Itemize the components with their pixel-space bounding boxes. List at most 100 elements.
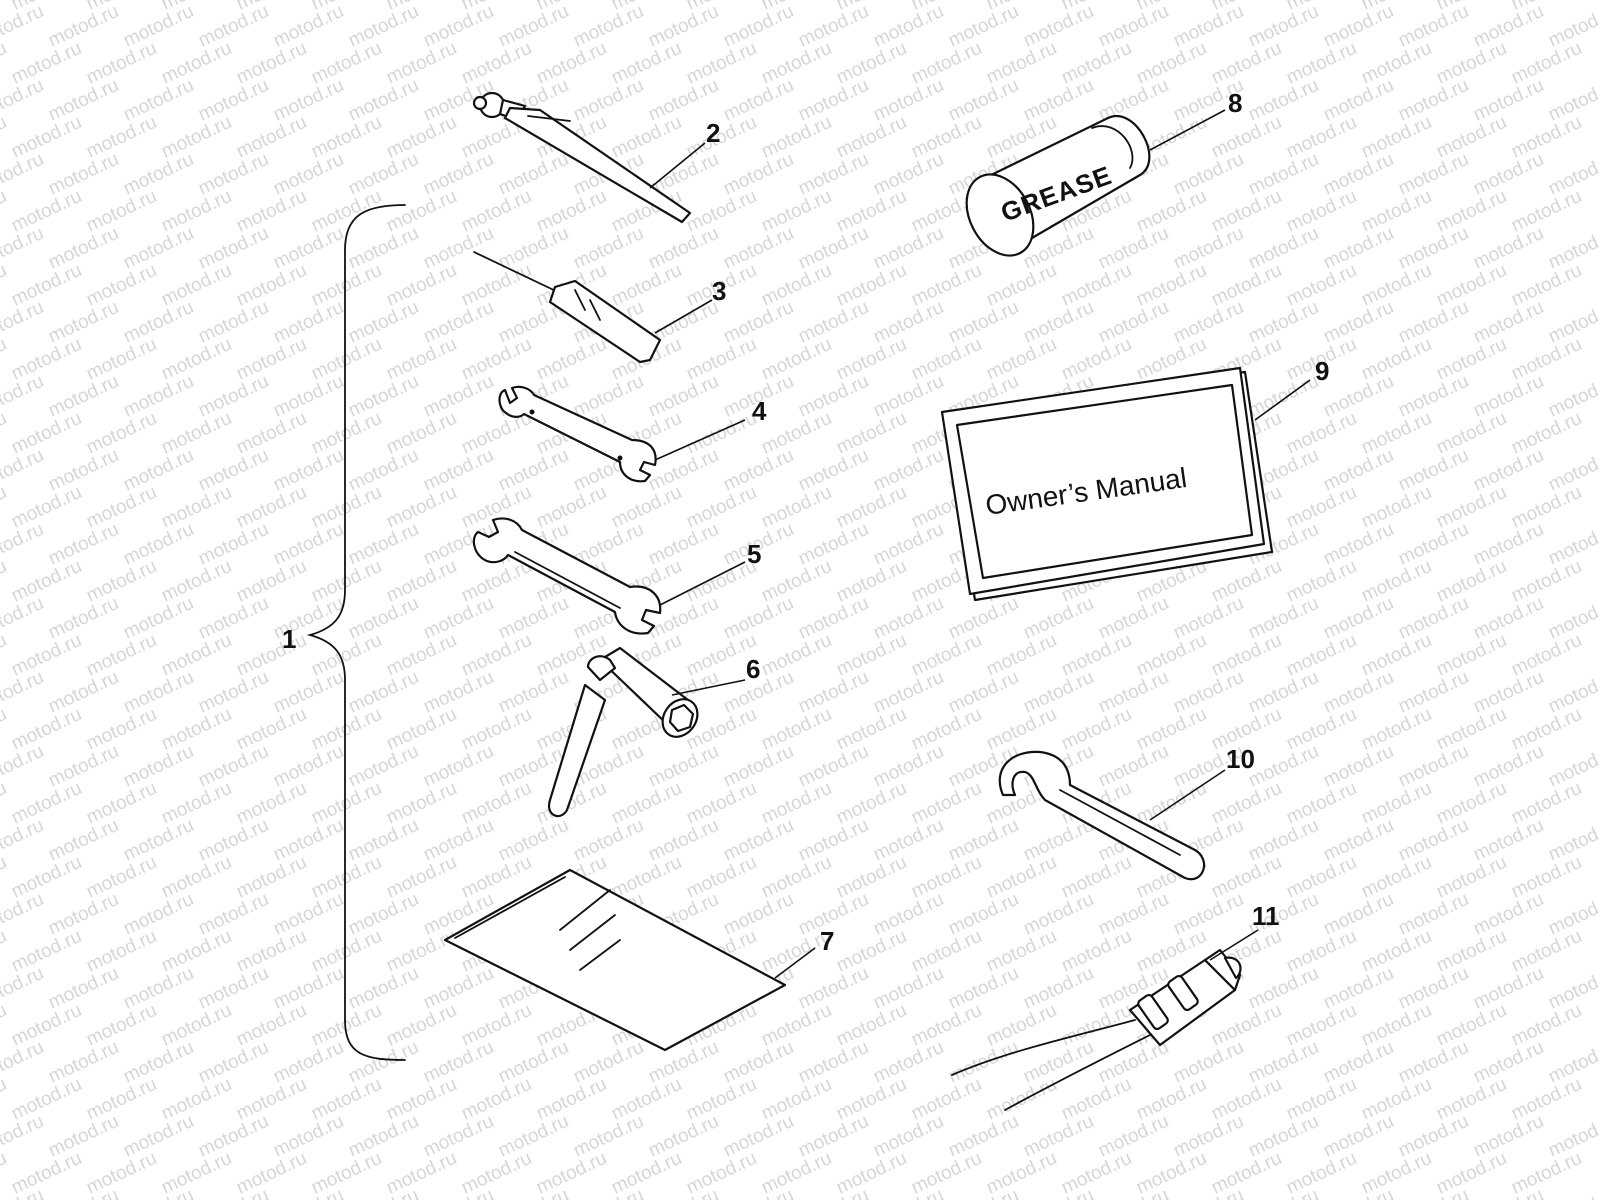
watermark-text: motod.ru bbox=[1358, 778, 1435, 829]
watermark-text: motod.ru bbox=[1358, 260, 1435, 311]
watermark-text: motod.ru bbox=[533, 334, 610, 385]
watermark-text: motod.ru bbox=[1283, 926, 1360, 977]
watermark-text: motod.ru bbox=[758, 630, 835, 681]
watermark-text: motod.ru bbox=[870, 1111, 947, 1162]
watermark-text: motod.ru bbox=[1470, 149, 1547, 200]
watermark-text: motod.ru bbox=[345, 889, 422, 940]
watermark-text: motod.ru bbox=[1470, 1185, 1547, 1200]
watermark-text: motod.ru bbox=[8, 778, 85, 829]
watermark-text: motod.ru bbox=[870, 519, 947, 570]
watermark-text: motod.ru bbox=[383, 112, 460, 163]
watermark-text: motod.ru bbox=[420, 667, 497, 718]
watermark-text: motod.ru bbox=[233, 1000, 310, 1051]
watermark-text: motod.ru bbox=[1508, 260, 1585, 311]
watermark-text: motod.ru bbox=[570, 1111, 647, 1162]
watermark-text: motod.ru bbox=[345, 1037, 422, 1088]
watermark-text: motod.ru bbox=[495, 1111, 572, 1162]
watermark-text: motod.ru bbox=[83, 260, 160, 311]
watermark-text: motod.ru bbox=[1245, 75, 1322, 126]
watermark-text: motod.ru bbox=[758, 38, 835, 89]
watermark-text: motod.ru bbox=[1433, 260, 1510, 311]
watermark-text: motod.ru bbox=[1395, 75, 1472, 126]
watermark-text: motod.ru bbox=[908, 704, 985, 755]
watermark-text: motod.ru bbox=[683, 186, 760, 237]
watermark-text: motod.ru bbox=[1283, 630, 1360, 681]
watermark-text: motod.ru bbox=[870, 445, 947, 496]
watermark-text: motod.ru bbox=[420, 1111, 497, 1162]
watermark-text: motod.ru bbox=[1320, 297, 1397, 348]
watermark-text: motod.ru bbox=[45, 519, 122, 570]
watermark-text: motod.ru bbox=[345, 297, 422, 348]
watermark-text: motod.ru bbox=[1433, 186, 1510, 237]
watermark-text: motod.ru bbox=[195, 519, 272, 570]
watermark-text: motod.ru bbox=[795, 149, 872, 200]
watermark-text: motod.ru bbox=[1095, 741, 1172, 792]
watermark-text: motod.ru bbox=[233, 186, 310, 237]
watermark-text: motod.ru bbox=[1433, 112, 1510, 163]
watermark-text: motod.ru bbox=[45, 1037, 122, 1088]
watermark-text: motod.ru bbox=[1395, 889, 1472, 940]
watermark-text: motod.ru bbox=[608, 778, 685, 829]
watermark-text: motod.ru bbox=[758, 334, 835, 385]
watermark-text: motod.ru bbox=[795, 223, 872, 274]
watermark-text: motod.ru bbox=[795, 445, 872, 496]
watermark-text: motod.ru bbox=[1208, 630, 1285, 681]
watermark-text: motod.ru bbox=[1245, 149, 1322, 200]
watermark-text: motod.ru bbox=[1470, 1037, 1547, 1088]
watermark-text: motod.ru bbox=[645, 223, 722, 274]
watermark-text: motod.ru bbox=[345, 1, 422, 52]
watermark-text: motod.ru bbox=[758, 778, 835, 829]
watermark-text: motod.ru bbox=[1433, 704, 1510, 755]
owners-manual-icon: Owner’s Manual bbox=[940, 366, 1274, 602]
watermark-text: motod.ru bbox=[1283, 1148, 1360, 1199]
watermark-text: motod.ru bbox=[0, 667, 47, 718]
watermark-text: motod.ru bbox=[45, 741, 122, 792]
watermark-text: motod.ru bbox=[758, 1148, 835, 1199]
watermark-text: motod.ru bbox=[195, 1037, 272, 1088]
watermark-text: motod.ru bbox=[1470, 963, 1547, 1014]
watermark-text: motod.ru bbox=[458, 778, 535, 829]
watermark-text: motod.ru bbox=[983, 334, 1060, 385]
watermark-text: motod.ru bbox=[833, 556, 910, 607]
watermark-text: motod.ru bbox=[345, 1185, 422, 1200]
watermark-text: motod.ru bbox=[1245, 1037, 1322, 1088]
watermark-text: motod.ru bbox=[1470, 889, 1547, 940]
watermark-text: motod.ru bbox=[233, 1074, 310, 1125]
watermark-text: motod.ru bbox=[495, 1, 572, 52]
watermark-text: motod.ru bbox=[983, 1074, 1060, 1125]
watermark-text: motod.ru bbox=[308, 926, 385, 977]
watermark-text: motod.ru bbox=[870, 1, 947, 52]
watermark-text: motod.ru bbox=[1133, 38, 1210, 89]
watermark-text: motod.ru bbox=[870, 741, 947, 792]
watermark-text: motod.ru bbox=[120, 741, 197, 792]
watermark-text: motod.ru bbox=[8, 704, 85, 755]
watermark-text: motod.ru bbox=[758, 408, 835, 459]
watermark-text: motod.ru bbox=[1095, 593, 1172, 644]
watermark-text: motod.ru bbox=[1320, 667, 1397, 718]
watermark-text: motod.ru bbox=[120, 667, 197, 718]
watermark-text: motod.ru bbox=[1208, 38, 1285, 89]
watermark-text: motod.ru bbox=[1133, 1148, 1210, 1199]
watermark-text: motod.ru bbox=[45, 593, 122, 644]
watermark-text: motod.ru bbox=[983, 38, 1060, 89]
watermark-text: motod.ru bbox=[1245, 815, 1322, 866]
watermark-text: motod.ru bbox=[570, 815, 647, 866]
watermark-text: motod.ru bbox=[1395, 223, 1472, 274]
watermark-text: motod.ru bbox=[345, 371, 422, 422]
watermark-text: motod.ru bbox=[495, 223, 572, 274]
watermark-text: motod.ru bbox=[383, 1148, 460, 1199]
leader-6 bbox=[671, 679, 746, 696]
watermark-text: motod.ru bbox=[83, 852, 160, 903]
watermark-text: motod.ru bbox=[308, 38, 385, 89]
watermark-text: motod.ru bbox=[1395, 371, 1472, 422]
watermark-text: motod.ru bbox=[1395, 1037, 1472, 1088]
watermark-text: motod.ru bbox=[608, 260, 685, 311]
watermark-text: motod.ru bbox=[1358, 556, 1435, 607]
watermark-text: motod.ru bbox=[645, 519, 722, 570]
watermark-text: motod.ru bbox=[720, 149, 797, 200]
watermark-text: motod.ru bbox=[0, 260, 10, 311]
watermark-text: motod.ru bbox=[458, 1074, 535, 1125]
watermark-text: motod.ru bbox=[1470, 1, 1547, 52]
watermark-text: motod.ru bbox=[1433, 408, 1510, 459]
watermark-text: motod.ru bbox=[1433, 38, 1510, 89]
